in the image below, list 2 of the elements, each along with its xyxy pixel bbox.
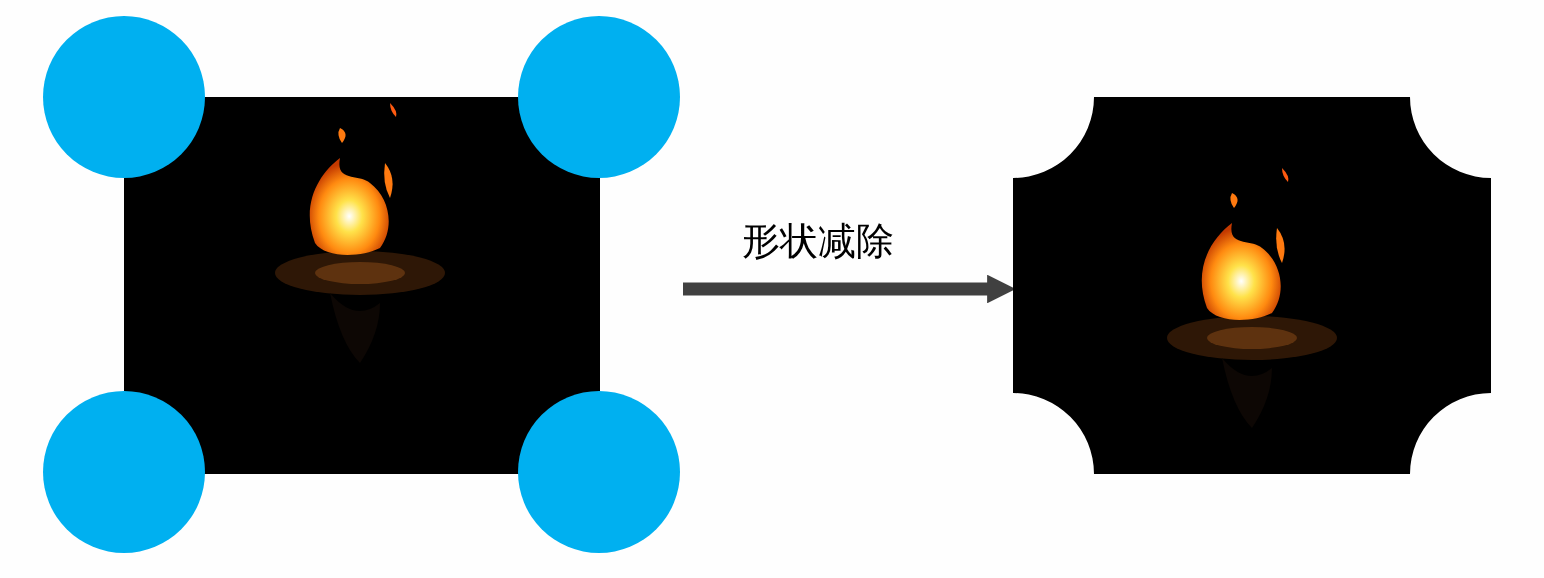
cut-corner-image-drawing [1013,97,1491,474]
image-with-circles-drawing [42,16,682,554]
